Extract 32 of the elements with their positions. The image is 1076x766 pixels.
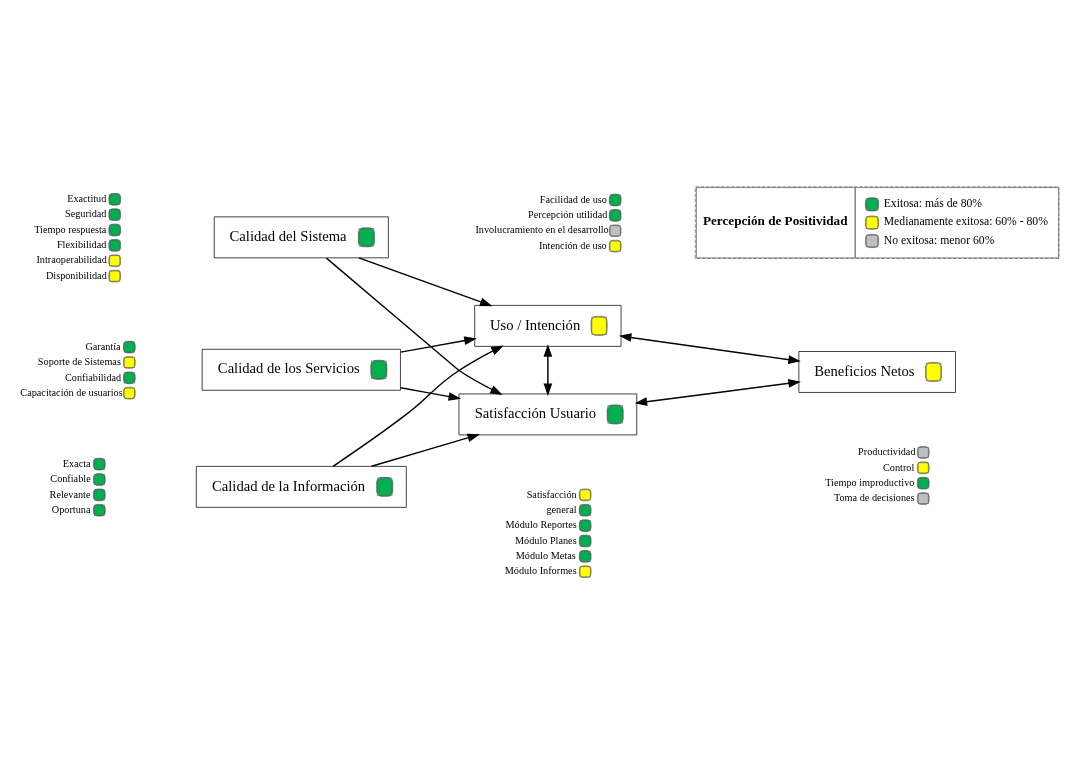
node-label: Tiempo improductivo [825, 476, 915, 488]
node-label: Toma de decisiones [833, 491, 915, 503]
label: Percepción de Positividad [703, 212, 848, 228]
node-label: Confiable [50, 472, 91, 484]
legend-label: Exitosa: más de 80% [883, 196, 983, 210]
node-label: Módulo Metas [515, 549, 576, 561]
node-label: general [546, 503, 577, 515]
node-label: Módulo Reportes [505, 518, 577, 530]
node-label: Exactitud [67, 192, 107, 204]
node-label: Control [883, 461, 915, 473]
node-label: Involucramiento en el desarrollo [475, 223, 609, 235]
node-label: Módulo Informes [504, 564, 577, 576]
node-label: Oportuna [51, 503, 91, 515]
node-label: Flexibilidad [56, 238, 107, 250]
node-label: Facilidad de uso [539, 193, 607, 205]
node-label: Satisfacción [526, 488, 577, 500]
node-label: Relevante [49, 488, 91, 500]
legend-label: Medianamente exitosa: 60% - 80% [883, 214, 1048, 228]
node-label: Tiempo respuesta [34, 223, 107, 235]
node-label: Intraoperabilidad [36, 253, 107, 265]
node-label: Productividad [858, 445, 916, 457]
node-label: Exacta [62, 457, 91, 469]
node-label: Módulo Planes [514, 534, 577, 546]
legend-label: No exitosa: menor 60% [883, 233, 995, 247]
node-label: Capacitación de usuarios [20, 386, 123, 398]
node-label: Soporte de Sistemas [37, 355, 121, 367]
node-label: Percepción utilidad [528, 208, 608, 220]
node-label: Seguridad [64, 207, 107, 219]
node-label: Disponibilidad [45, 269, 107, 281]
node-label: Garantía [85, 340, 121, 352]
node-label: Confiabilidad [64, 371, 122, 383]
node-label: Intención de uso [539, 239, 607, 251]
